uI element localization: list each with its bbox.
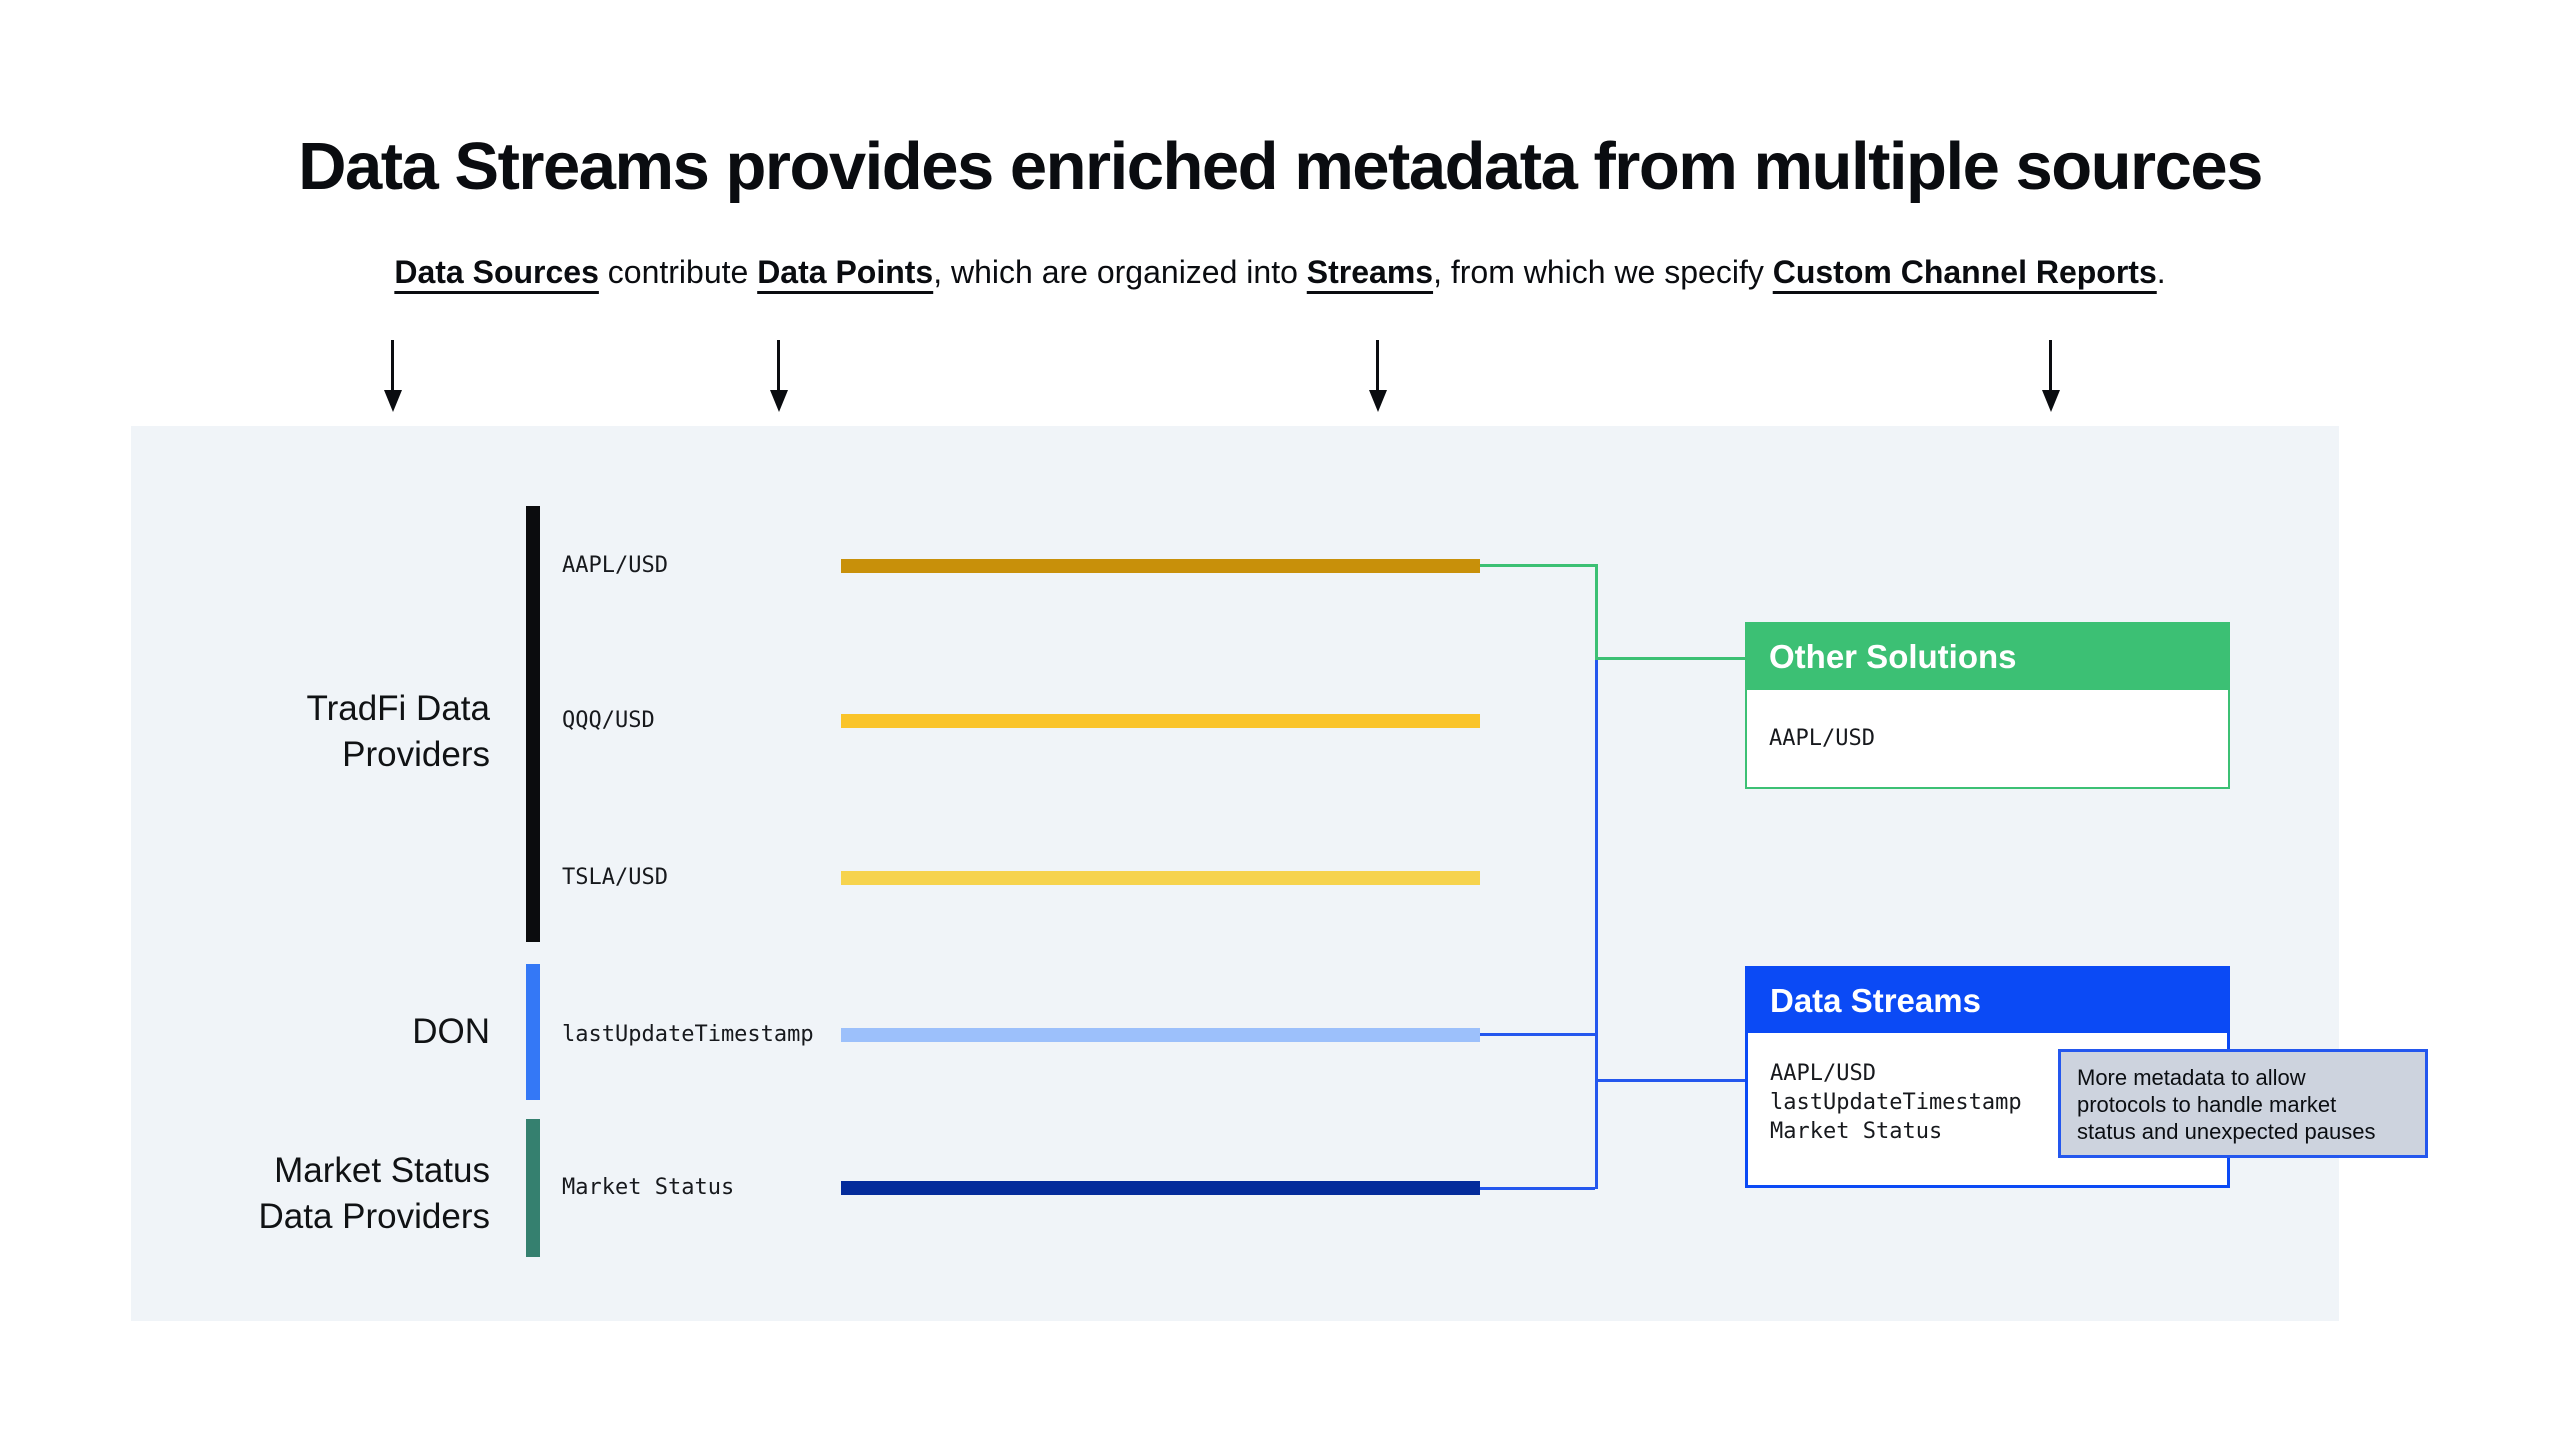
data-streams-body: AAPL/USD lastUpdateTimestamp Market Stat…: [1748, 1033, 2227, 1146]
datapoint-label-lastupdatetimestamp: lastUpdateTimestamp: [562, 1022, 814, 1047]
down-arrow-custom-channel-reports-icon: [2041, 340, 2060, 412]
connector-green-vertical: [1595, 564, 1598, 660]
data-streams-header: Data Streams: [1748, 969, 2227, 1033]
connector-green-aapl-horizontal: [1480, 564, 1598, 567]
page-title: Data Streams provides enriched metadata …: [298, 129, 2263, 204]
connector-blue-market-status: [1480, 1187, 1595, 1190]
subtitle-text: , which are organized into: [933, 254, 1307, 290]
down-arrow-streams-icon: [1368, 340, 1387, 412]
stream-bar-qqq: [841, 714, 1480, 728]
subtitle-text: , from which we specify: [1433, 254, 1773, 290]
datapoint-label-market-status: Market Status: [562, 1175, 735, 1200]
other-solutions-box: Other Solutions AAPL/USD: [1745, 622, 2230, 789]
term-streams: Streams: [1306, 254, 1434, 290]
term-data-points: Data Points: [757, 254, 934, 290]
stream-bar-aapl: [841, 559, 1480, 573]
subtitle: Data Sources contribute Data Points, whi…: [0, 254, 2560, 291]
datapoint-label-tsla: TSLA/USD: [562, 865, 668, 890]
source-label-market-status: Market Status Data Providers: [258, 1151, 490, 1236]
data-streams-item-aapl: AAPL/USD: [1770, 1061, 1876, 1086]
down-arrow-data-sources-icon: [383, 340, 402, 412]
source-label-tradfi: TradFi Data Providers: [306, 689, 490, 774]
other-solutions-body: AAPL/USD: [1747, 690, 2228, 787]
metadata-tooltip: More metadata to allow protocols to hand…: [2058, 1049, 2428, 1158]
other-solutions-header: Other Solutions: [1747, 624, 2228, 690]
connector-blue-lastupdatetimestamp: [1480, 1033, 1595, 1036]
connector-blue-vertical-trunk: [1595, 660, 1598, 1189]
stream-bar-lastupdatetimestamp: [841, 1028, 1480, 1042]
source-label-don: DON: [412, 1012, 490, 1051]
datapoint-label-qqq: QQQ/USD: [562, 708, 655, 733]
data-streams-item-market-status: Market Status: [1770, 1119, 1943, 1144]
subtitle-text: .: [2156, 254, 2166, 290]
term-data-sources: Data Sources: [394, 254, 599, 290]
source-bar-tradfi: [526, 506, 540, 942]
down-arrow-data-points-icon: [769, 340, 788, 412]
datapoint-label-aapl: AAPL/USD: [562, 553, 668, 578]
connector-green-to-other-solutions: [1595, 657, 1745, 660]
source-bar-don: [526, 964, 540, 1100]
stream-bar-market-status: [841, 1181, 1480, 1195]
source-bar-market-status: [526, 1119, 540, 1257]
stream-bar-tsla: [841, 871, 1480, 885]
connector-blue-to-data-streams: [1598, 1079, 1745, 1082]
other-solutions-item-aapl: AAPL/USD: [1769, 726, 1875, 751]
term-custom-channel-reports: Custom Channel Reports: [1772, 254, 2157, 290]
subtitle-text: contribute: [598, 254, 758, 290]
data-streams-item-lastupdatetimestamp: lastUpdateTimestamp: [1770, 1090, 2022, 1115]
